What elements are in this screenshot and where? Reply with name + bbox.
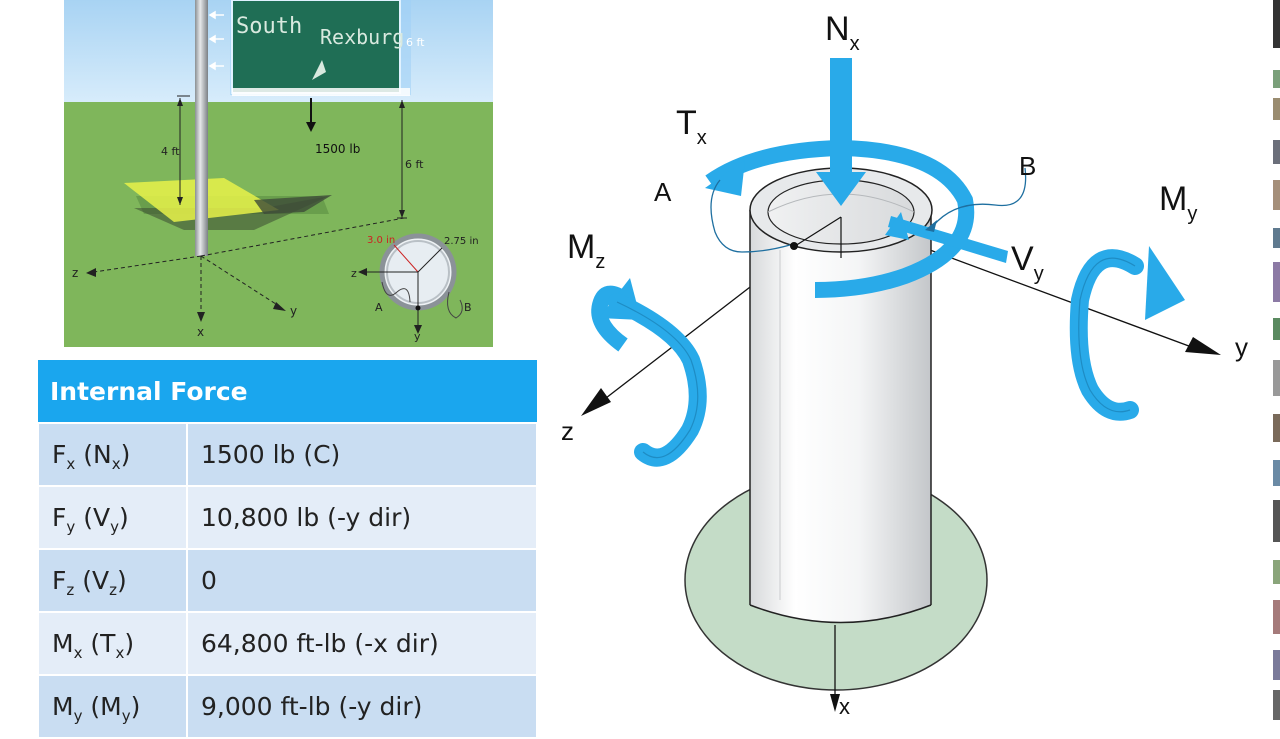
force-value: 9,000 ft-lb (-y dir) <box>186 674 538 739</box>
force-quantity: Fz (Vz) <box>37 548 188 613</box>
sign-text-rexburg: Rexburg <box>320 25 404 49</box>
table-row: My (My)9,000 ft-lb (-y dir) <box>37 674 538 739</box>
force-value: 1500 lb (C) <box>186 422 538 487</box>
section-point-a: A <box>375 301 383 314</box>
adjacent-window-strip <box>1265 0 1280 720</box>
load-label: 1500 lb <box>315 142 360 156</box>
inner-radius-label: 2.75 in <box>444 236 479 247</box>
internal-force-table: Internal Force Fx (Nx)1500 lb (C)Fy (Vy)… <box>37 360 538 739</box>
table-header: Internal Force <box>38 360 537 423</box>
point-a-label: A <box>654 177 672 207</box>
table-row: Fy (Vy)10,800 lb (-y dir) <box>37 485 538 550</box>
vy-label: Vy <box>1011 240 1044 285</box>
force-quantity: Mx (Tx) <box>37 611 188 676</box>
internal-forces-diagram: Nx Tx Mz My Vy A B y z x <box>545 0 1265 720</box>
axis-x-label: x <box>839 694 850 719</box>
mz-label: Mz <box>567 228 605 273</box>
scene-axis-y: y <box>290 304 297 318</box>
force-quantity: Fx (Nx) <box>37 422 188 487</box>
tx-label: Tx <box>676 104 707 149</box>
point-b-label: B <box>1019 151 1036 181</box>
cross-section-detail: 3.0 in 2.75 in A B z y <box>351 233 479 343</box>
table-row: Fx (Nx)1500 lb (C) <box>37 422 538 487</box>
dim-sign-6ft-label: 6 ft <box>406 36 425 49</box>
dim-6ft-label: 6 ft <box>405 158 424 171</box>
section-point-b: B <box>464 301 472 314</box>
outer-radius-label: 3.0 in <box>367 235 395 246</box>
table-row: Mx (Tx)64,800 ft-lb (-x dir) <box>37 611 538 676</box>
section-axis-z: z <box>351 267 357 280</box>
force-value: 10,800 lb (-y dir) <box>186 485 538 550</box>
force-quantity: Fy (Vy) <box>37 485 188 550</box>
nx-label: Nx <box>825 10 860 55</box>
force-quantity: My (My) <box>37 674 188 739</box>
section-axis-y: y <box>414 330 421 343</box>
axis-z-label: z <box>561 416 574 446</box>
force-value: 0 <box>186 548 538 613</box>
dim-4ft-label: 4 ft <box>161 145 180 158</box>
scene-axis-z: z <box>72 266 78 280</box>
axis-y-label: y <box>1235 332 1248 362</box>
table-header-row: Internal Force <box>38 360 537 423</box>
my-label: My <box>1159 180 1197 225</box>
sign-text-south: South <box>236 14 302 39</box>
scene-axis-x: x <box>197 325 204 339</box>
table-row: Fz (Vz)0 <box>37 548 538 613</box>
sign-scene-image: South Rexburg 4 ft 6 ft 6 ft 1500 lb <box>64 0 493 347</box>
force-value: 64,800 ft-lb (-x dir) <box>186 611 538 676</box>
